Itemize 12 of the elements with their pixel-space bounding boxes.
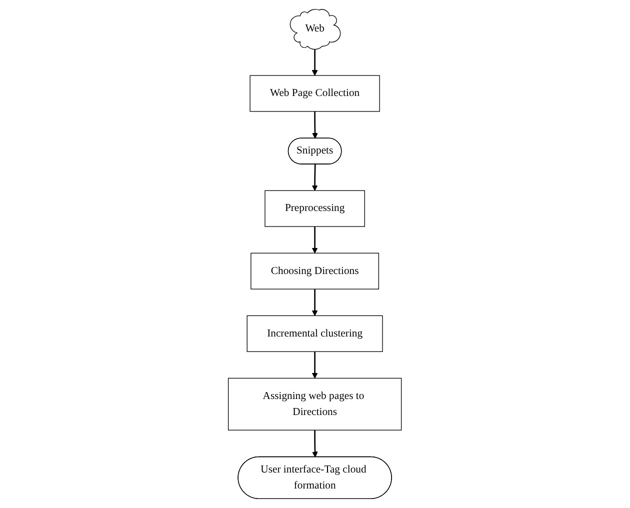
- node-box: Incremental clustering: [246, 315, 384, 352]
- node-box: Assigning web pages to Directions: [228, 378, 402, 430]
- arrow: [312, 352, 318, 378]
- node-box: Choosing Directions: [250, 252, 380, 290]
- node-box: Web Page Collection: [250, 75, 380, 112]
- arrow: [312, 111, 318, 139]
- node-box: Preprocessing: [264, 190, 366, 227]
- arrow: [312, 430, 318, 458]
- arrow: [312, 289, 318, 316]
- arrow: [312, 164, 318, 191]
- arrow: [312, 226, 318, 254]
- arrow: [312, 48, 318, 76]
